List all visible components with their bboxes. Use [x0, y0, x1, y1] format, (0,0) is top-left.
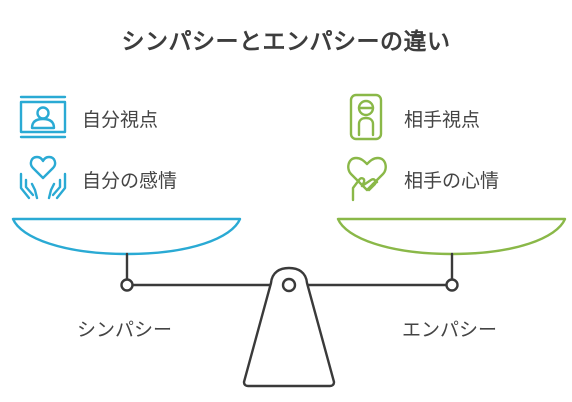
fulcrum-pivot: [281, 277, 297, 293]
hands-holding-heart-icon: [19, 155, 67, 200]
left-scale-pan: [11, 217, 242, 256]
right-beam-end: [445, 278, 459, 292]
hand-on-heart-icon: [347, 156, 387, 202]
left-beam-end: [120, 278, 134, 292]
person-badge-icon: [349, 93, 383, 141]
left-item-label-perspective: 自分視点: [82, 109, 159, 131]
left-side-label: シンパシー: [77, 319, 173, 341]
person-portrait-icon: [19, 95, 67, 139]
right-item-label-emotion: 相手の心情: [404, 170, 500, 192]
fulcrum-stand: [242, 266, 336, 388]
page-title: シンパシーとエンパシーの違い: [121, 29, 451, 55]
right-side-label: エンパシー: [402, 319, 498, 341]
right-item-label-perspective: 相手視点: [404, 109, 481, 131]
right-scale-pan: [336, 217, 567, 256]
left-item-label-emotion: 自分の感情: [82, 170, 178, 192]
